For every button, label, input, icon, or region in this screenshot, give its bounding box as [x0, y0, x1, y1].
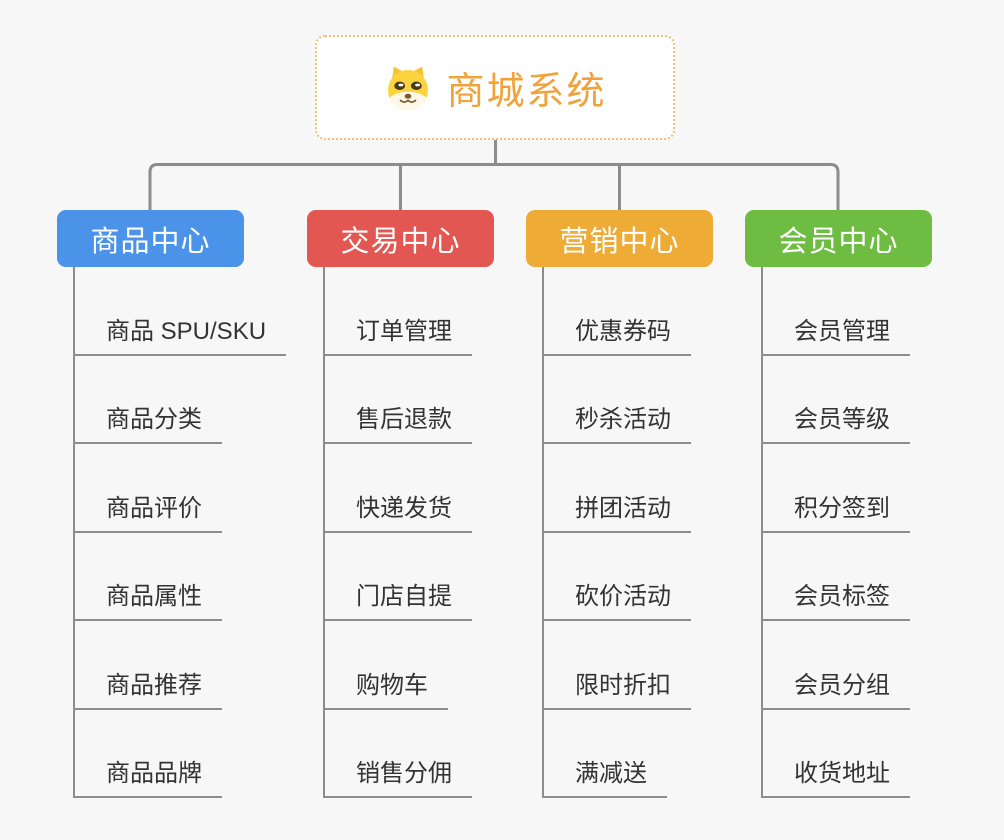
- leaf-node[interactable]: 限时折扣: [544, 665, 691, 710]
- leaf-row: 优惠券码: [544, 267, 691, 356]
- leaf-node[interactable]: 收货地址: [763, 753, 910, 798]
- leaf-row: 销售分佣: [325, 710, 472, 798]
- branch-children-line: 订单管理 售后退款 快递发货 门店自提 购物车 销售分佣: [323, 267, 472, 798]
- leaf-node[interactable]: 购物车: [325, 665, 448, 710]
- leaf-node[interactable]: 优惠券码: [544, 311, 691, 356]
- leaf-node[interactable]: 拼团活动: [544, 488, 691, 533]
- leaf-row: 会员分组: [763, 621, 910, 710]
- leaf-row: 满减送: [544, 710, 691, 798]
- leaf-node[interactable]: 商品 SPU/SKU: [75, 311, 287, 356]
- branch-frame-line: [148, 163, 840, 211]
- leaf-row: 积分签到: [763, 444, 910, 533]
- branch-children-line: 优惠券码 秒杀活动 拼团活动 砍价活动 限时折扣 满减送: [542, 267, 691, 798]
- leaf-node[interactable]: 会员标签: [763, 576, 910, 621]
- leaf-node[interactable]: 积分签到: [763, 488, 910, 533]
- leaf-node[interactable]: 快递发货: [325, 488, 472, 533]
- leaf-row: 收货地址: [763, 710, 910, 798]
- leaf-row: 会员等级: [763, 356, 910, 444]
- leaf-node[interactable]: 砍价活动: [544, 576, 691, 621]
- leaf-row: 门店自提: [325, 533, 472, 621]
- root-node[interactable]: 商城系统: [315, 35, 675, 140]
- branch-node[interactable]: 商品中心: [57, 210, 244, 267]
- dog-face-icon: [388, 66, 429, 110]
- leaf-row: 商品评价: [75, 444, 286, 533]
- leaf-node[interactable]: 门店自提: [325, 576, 472, 621]
- leaf-row: 商品推荐: [75, 621, 286, 710]
- leaf-node[interactable]: 会员分组: [763, 665, 910, 710]
- leaf-row: 售后退款: [325, 356, 472, 444]
- leaf-row: 拼团活动: [544, 444, 691, 533]
- leaf-node[interactable]: 商品分类: [75, 399, 222, 444]
- leaf-row: 商品品牌: [75, 710, 286, 798]
- branch-node[interactable]: 会员中心: [745, 210, 932, 267]
- leaf-node[interactable]: 商品推荐: [75, 665, 222, 710]
- leaf-node[interactable]: 销售分佣: [325, 753, 472, 798]
- leaf-node[interactable]: 会员等级: [763, 399, 910, 444]
- leaf-node[interactable]: 满减送: [544, 753, 667, 798]
- leaf-row: 会员管理: [763, 267, 910, 356]
- leaf-row: 限时折扣: [544, 621, 691, 710]
- leaf-node[interactable]: 商品属性: [75, 576, 222, 621]
- leaf-node[interactable]: 售后退款: [325, 399, 472, 444]
- branch-children-line: 商品 SPU/SKU 商品分类 商品评价 商品属性 商品推荐 商品品牌: [73, 267, 287, 798]
- branch-children-line: 会员管理 会员等级 积分签到 会员标签 会员分组 收货地址: [761, 267, 910, 798]
- leaf-row: 商品 SPU/SKU: [75, 267, 287, 356]
- leaf-row: 购物车: [325, 621, 472, 710]
- leaf-node[interactable]: 秒杀活动: [544, 399, 691, 444]
- leaf-node[interactable]: 会员管理: [763, 311, 910, 356]
- leaf-row: 快递发货: [325, 444, 472, 533]
- leaf-node[interactable]: 商品品牌: [75, 753, 222, 798]
- leaf-node[interactable]: 商品评价: [75, 488, 222, 533]
- leaf-row: 砍价活动: [544, 533, 691, 621]
- leaf-row: 商品属性: [75, 533, 286, 621]
- branch-node[interactable]: 交易中心: [307, 210, 494, 267]
- branch-node[interactable]: 营销中心: [526, 210, 713, 267]
- leaf-node[interactable]: 订单管理: [325, 311, 472, 356]
- leaf-row: 订单管理: [325, 267, 472, 356]
- root-title: 商城系统: [446, 71, 607, 113]
- leaf-row: 会员标签: [763, 533, 910, 621]
- leaf-row: 商品分类: [75, 356, 286, 444]
- leaf-row: 秒杀活动: [544, 356, 691, 444]
